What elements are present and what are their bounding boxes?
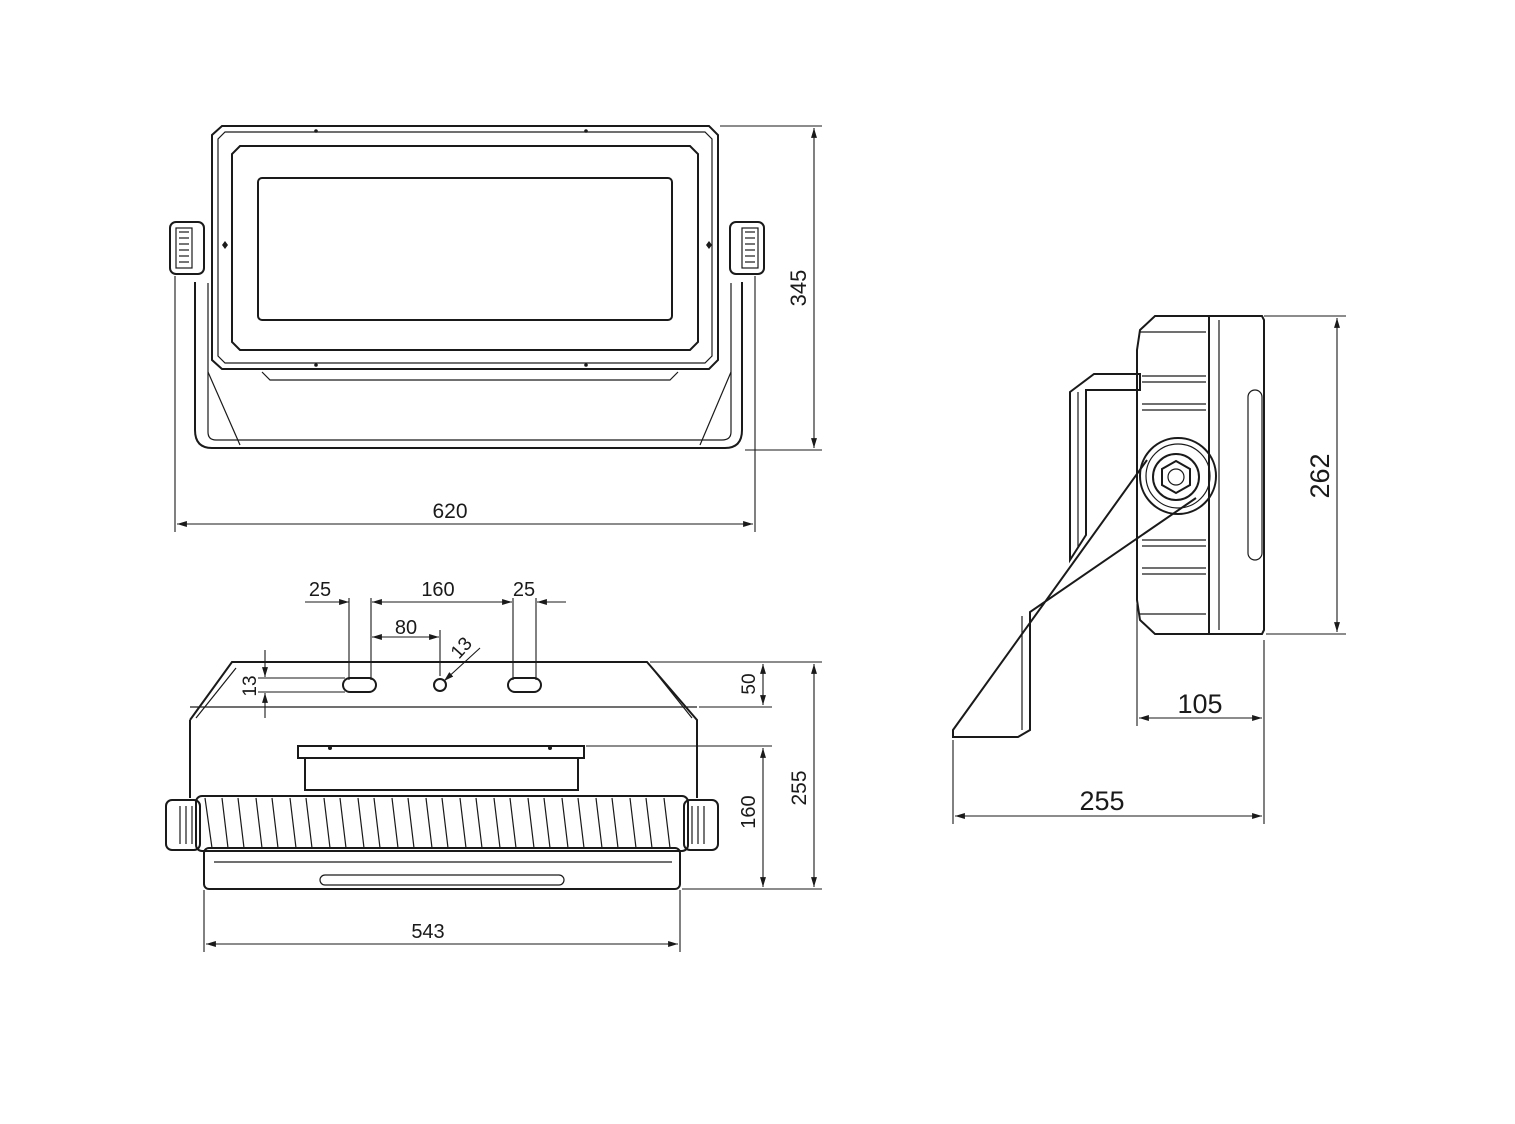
hole-diameter-label: 13 — [447, 633, 477, 663]
side-body-depth-label: 105 — [1177, 689, 1222, 719]
slot-height-dimension: 13 — [240, 650, 345, 718]
body-depth-label: 160 — [738, 795, 760, 828]
body-width-dimension: 543 — [203, 890, 681, 952]
front-height-dimension: 345 — [720, 125, 822, 451]
front-housing — [211, 125, 719, 370]
bracket-depth-label: 50 — [739, 673, 760, 694]
half-spacing-dimension: 80 — [372, 617, 441, 676]
side-height-dimension: 262 — [1264, 315, 1346, 635]
top-knob-right — [683, 799, 719, 851]
top-rear-box — [297, 745, 585, 791]
body-depth-dimension: 160 — [586, 745, 822, 890]
front-width-dimension: 620 — [174, 276, 756, 532]
side-body-depth-dimension: 105 — [1136, 604, 1265, 824]
top-front-housing — [203, 847, 681, 890]
front-lens — [257, 177, 673, 321]
hole-diameter-dimension: 13 — [443, 633, 481, 682]
bracket-depth-dimension: 50 — [650, 661, 822, 708]
total-depth-dimension: 255 — [788, 664, 817, 887]
mounting-slot-right — [507, 677, 542, 693]
front-width-label: 620 — [432, 500, 467, 523]
side-body — [1136, 315, 1265, 635]
top-bracket-plate — [189, 661, 698, 798]
slot-width-right-label: 25 — [513, 579, 535, 601]
side-height-label: 262 — [1305, 453, 1335, 498]
side-knob — [1139, 437, 1217, 515]
side-bracket — [952, 373, 1197, 738]
front-knob-right — [729, 221, 765, 275]
slot-height-label: 13 — [240, 675, 261, 696]
top-heatsink — [195, 795, 689, 852]
slot-spacing-label: 160 — [421, 579, 454, 601]
mounting-slot-left — [342, 677, 377, 693]
mounting-hole — [433, 678, 447, 692]
front-bracket — [194, 282, 743, 449]
front-height-label: 345 — [786, 270, 811, 307]
slot-spacing-dimension: 25 160 25 — [305, 579, 566, 680]
front-knob-left — [169, 221, 205, 275]
half-spacing-label: 80 — [395, 617, 417, 639]
total-depth-label: 255 — [788, 770, 811, 805]
top-knob-left — [165, 799, 201, 851]
body-width-label: 543 — [411, 921, 444, 943]
top-view: 25 160 25 80 13 13 50 — [165, 579, 822, 952]
side-total-depth-dimension: 255 — [952, 740, 1262, 824]
slot-width-left-label: 25 — [309, 579, 331, 601]
side-view: 262 105 255 — [952, 315, 1346, 824]
front-view: 345 620 — [169, 125, 822, 532]
side-total-depth-label: 255 — [1079, 786, 1124, 816]
